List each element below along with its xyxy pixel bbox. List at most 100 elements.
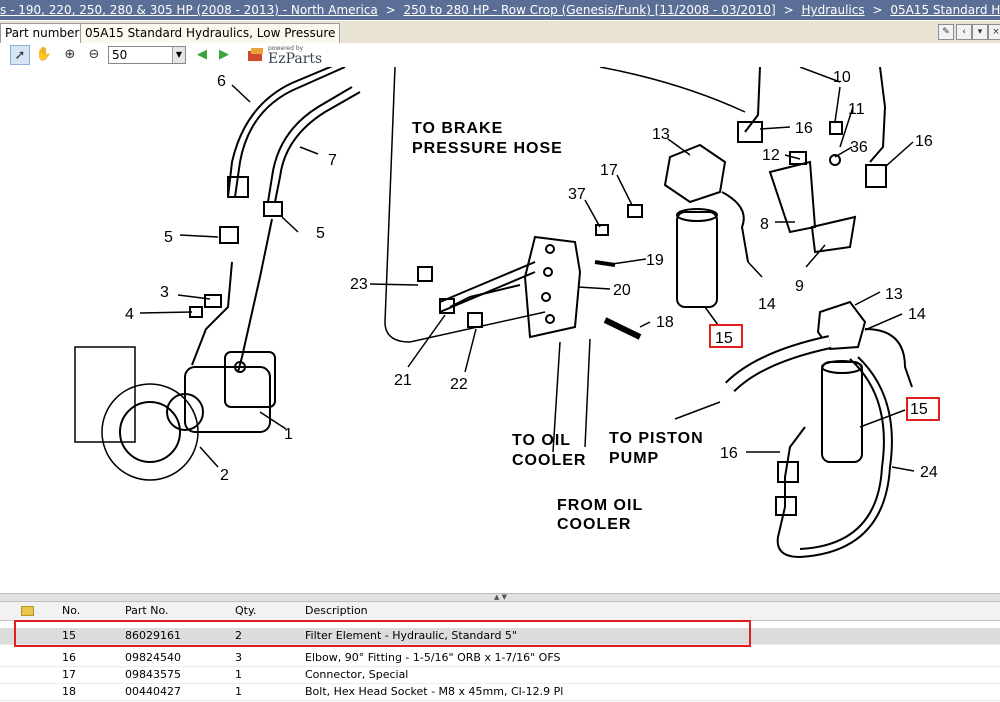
callout-9[interactable]: 9 <box>795 278 804 295</box>
arrow-left-icon[interactable]: ◀ <box>197 47 207 62</box>
toolbar: ➚ ✋ ⊕ ⊖ 50 ▼ ◀ ▶ powered by EzParts <box>0 43 1000 67</box>
callout-14a[interactable]: 14 <box>758 296 776 313</box>
callout-10[interactable]: 10 <box>833 69 851 86</box>
callout-8[interactable]: 8 <box>760 216 769 233</box>
header-part-no[interactable]: Part No. <box>125 604 169 617</box>
ezparts-logo: powered by EzParts <box>246 45 322 67</box>
callout-36[interactable]: 36 <box>850 139 868 156</box>
chevron-down-icon[interactable]: ▼ <box>172 47 185 63</box>
callout-15a[interactable]: 15 <box>715 330 733 347</box>
callout-6[interactable]: 6 <box>217 73 226 90</box>
callout-3[interactable]: 3 <box>160 284 169 301</box>
callout-11[interactable]: 11 <box>848 101 865 118</box>
pane-splitter[interactable]: ▲ ▼ <box>0 593 1000 602</box>
cell-part-no: 86029161 <box>125 629 181 642</box>
cell-no: 16 <box>62 651 76 664</box>
breadcrumb: s - 190, 220, 250, 280 & 305 HP (2008 - … <box>0 0 1000 20</box>
zoom-out-icon[interactable]: ⊖ <box>88 47 100 62</box>
callout-4[interactable]: 4 <box>125 306 134 323</box>
tab-part-numbers[interactable]: Part numbers <box>0 23 91 43</box>
callout-5a[interactable]: 5 <box>164 229 173 246</box>
header-icon-column[interactable] <box>0 602 55 620</box>
label-piston-2: PUMP <box>609 450 659 467</box>
highlight-box-15b <box>906 397 940 421</box>
cell-description: Elbow, 90° Fitting - 1-5/16" ORB x 1-7/1… <box>305 651 561 664</box>
table-row[interactable]: 18 00440427 1 Bolt, Hex Head Socket - M8… <box>0 684 1000 701</box>
callout-16b[interactable]: 16 <box>915 133 933 150</box>
header-description[interactable]: Description <box>305 604 368 617</box>
callout-22[interactable]: 22 <box>450 376 468 393</box>
header-no[interactable]: No. <box>62 604 81 617</box>
label-piston-1: TO PISTON <box>609 430 704 447</box>
splitter-grip-icon: ▲ ▼ <box>494 593 507 601</box>
cell-part-no: 09843575 <box>125 668 181 681</box>
cell-qty: 2 <box>235 629 242 642</box>
tab-05a15-diagram[interactable]: 05A15 Standard Hydraulics, Low Pressure <box>80 23 341 43</box>
cell-no: 18 <box>62 685 76 698</box>
callout-21[interactable]: 21 <box>394 372 412 389</box>
callout-1[interactable]: 1 <box>284 426 293 443</box>
callout-20[interactable]: 20 <box>613 282 631 299</box>
cell-qty: 1 <box>235 668 242 681</box>
callout-16a[interactable]: 16 <box>795 120 813 137</box>
highlight-box-15a <box>709 324 743 348</box>
label-brake-1: TO BRAKE <box>412 120 503 137</box>
cell-qty: 3 <box>235 651 242 664</box>
callout-18[interactable]: 18 <box>656 314 674 331</box>
breadcrumb-link-model[interactable]: s - 190, 220, 250, 280 & 305 HP (2008 - … <box>0 3 378 17</box>
label-from-cooler-1: FROM OIL <box>557 497 643 514</box>
callout-2[interactable]: 2 <box>220 467 229 484</box>
arrow-right-icon[interactable]: ▶ <box>219 47 229 62</box>
parts-table: No. Part No. Qty. Description 15 8602916… <box>0 602 1000 702</box>
callout-15b[interactable]: 15 <box>910 401 928 418</box>
cell-qty: 1 <box>235 685 242 698</box>
breadcrumb-link-series[interactable]: 250 to 280 HP - Row Crop (Genesis/Funk) … <box>403 3 776 17</box>
breadcrumb-link-hydraulics[interactable]: Hydraulics <box>801 3 865 17</box>
callout-13a[interactable]: 13 <box>652 126 670 143</box>
cell-description: Filter Element - Hydraulic, Standard 5" <box>305 629 517 642</box>
table-header: No. Part No. Qty. Description <box>0 602 1000 621</box>
callout-23[interactable]: 23 <box>350 276 368 293</box>
callout-12[interactable]: 12 <box>762 147 780 164</box>
callout-37[interactable]: 37 <box>568 186 586 203</box>
table-row[interactable]: 17 09843575 1 Connector, Special <box>0 667 1000 684</box>
dropdown-icon[interactable]: ▾ <box>972 24 988 40</box>
cell-part-no: 00440427 <box>125 685 181 698</box>
hand-icon[interactable]: ✋ <box>35 47 53 62</box>
zoom-value: 50 <box>112 48 128 62</box>
logo-powered-by: powered by <box>268 45 304 52</box>
close-icon[interactable]: × <box>988 24 1000 40</box>
zoom-select[interactable]: 50 ▼ <box>108 46 186 64</box>
cell-description: Connector, Special <box>305 668 409 681</box>
zoom-in-icon[interactable]: ⊕ <box>64 47 76 62</box>
callout-16c[interactable]: 16 <box>720 445 738 462</box>
folder-icon <box>21 606 34 616</box>
scroll-left-icon[interactable]: ‹ <box>956 24 972 40</box>
parts-diagram[interactable]: TO BRAKE PRESSURE HOSE TO OIL COOLER TO … <box>0 67 1000 592</box>
label-from-cooler-2: COOLER <box>557 516 631 533</box>
tab-strip: Part numbers 05A15 Standard Hydraulics, … <box>0 21 1000 44</box>
breadcrumb-link-section[interactable]: 05A15 Standard Hydraulics - Low Pressure <box>890 3 1000 17</box>
callout-7[interactable]: 7 <box>328 152 337 169</box>
header-qty[interactable]: Qty. <box>235 604 257 617</box>
breadcrumb-separator: > <box>783 3 794 17</box>
cell-description: Bolt, Hex Head Socket - M8 x 45mm, Cl-12… <box>305 685 564 698</box>
cell-no: 15 <box>62 629 76 642</box>
callout-24[interactable]: 24 <box>920 464 938 481</box>
breadcrumb-separator: > <box>385 3 396 17</box>
pin-icon[interactable]: ✎ <box>938 24 954 40</box>
breadcrumb-separator: > <box>872 3 883 17</box>
table-row[interactable]: 16 09824540 3 Elbow, 90° Fitting - 1-5/1… <box>0 650 1000 667</box>
callout-17[interactable]: 17 <box>600 162 618 179</box>
label-oil-cooler-2: COOLER <box>512 452 586 469</box>
callout-13b[interactable]: 13 <box>885 286 903 303</box>
cell-part-no: 09824540 <box>125 651 181 664</box>
callout-5b[interactable]: 5 <box>316 225 325 242</box>
pointer-icon[interactable]: ➚ <box>10 45 30 65</box>
selected-row-highlight <box>14 620 751 647</box>
logo-icon <box>248 48 263 61</box>
logo-name: EzParts <box>268 51 323 67</box>
callout-14b[interactable]: 14 <box>908 306 926 323</box>
callout-19[interactable]: 19 <box>646 252 664 269</box>
label-oil-cooler-1: TO OIL <box>512 432 571 449</box>
